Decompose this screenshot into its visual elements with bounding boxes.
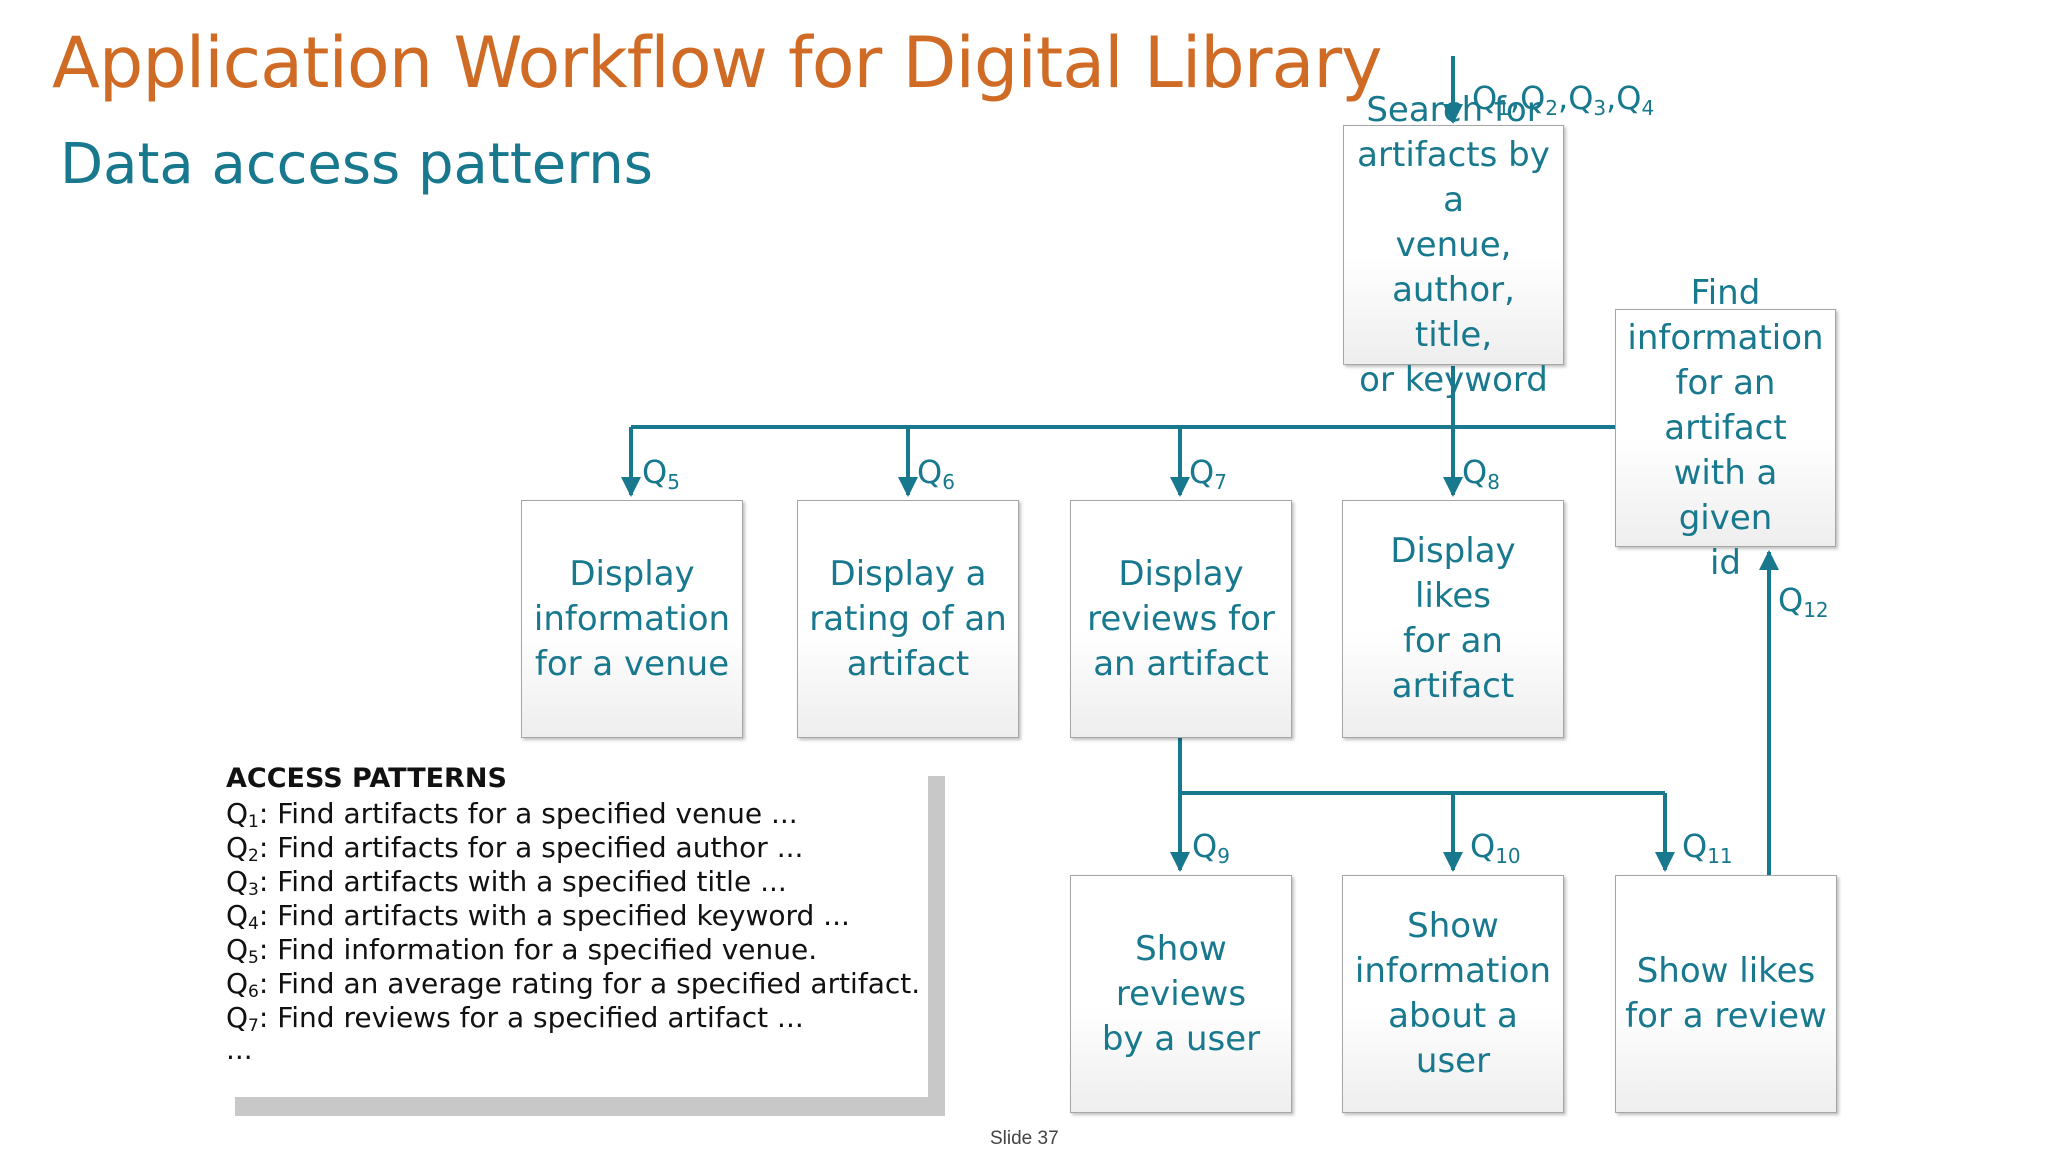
search-line-4: author, title, [1392, 269, 1515, 355]
review-likes-box: Show likes for a review [1615, 875, 1837, 1113]
access-patterns-ellipsis: ... [226, 1033, 253, 1066]
search-line-2: artifacts by a [1357, 134, 1550, 220]
q6-label: Q6 [917, 453, 955, 494]
access-patterns-heading: ACCESS PATTERNS [226, 763, 507, 794]
q9-label: Q9 [1192, 827, 1230, 868]
find-line-4: with a given [1673, 452, 1778, 538]
q7-label: Q7 [1189, 453, 1227, 494]
venue-info-box: Display information for a venue [521, 500, 743, 738]
review-likes-line-1: Show likes [1636, 951, 1816, 991]
artifact-rating-box: Display a rating of an artifact [797, 500, 1019, 738]
access-pattern-item: Q3: Find artifacts with a specified titl… [226, 865, 787, 900]
q5-label: Q5 [642, 453, 680, 494]
user-info-line-3: about a user [1388, 996, 1518, 1081]
rating-line-2: rating of an [809, 598, 1007, 639]
search-line-3: venue, [1395, 224, 1512, 265]
access-pattern-item: Q7: Find reviews for a specified artifac… [226, 1001, 804, 1036]
reviews-line-3: an artifact [1093, 643, 1269, 684]
venue-line-1: Display [569, 553, 695, 594]
search-line-5: or keyword [1359, 359, 1548, 400]
artifact-likes-box: Display likes for an artifact [1342, 500, 1564, 738]
user-reviews-line-1: Show reviews [1115, 928, 1247, 1014]
likes-line-1: Display likes [1390, 531, 1516, 616]
access-patterns-panel: ACCESS PATTERNS Q1: Find artifacts for a… [216, 757, 928, 1097]
q10-label: Q10 [1470, 827, 1521, 868]
q8-label: Q8 [1462, 453, 1500, 494]
slide-number: Slide 37 [990, 1128, 1059, 1149]
likes-line-2: for an artifact [1391, 621, 1515, 706]
venue-line-2: information [533, 598, 731, 639]
rating-line-1: Display a [829, 553, 987, 594]
entry-query-label: Q1,Q2,Q3,Q4 [1472, 79, 1655, 120]
find-line-3: for an artifact [1664, 362, 1787, 448]
user-reviews-box: Show reviews by a user [1070, 875, 1292, 1113]
access-pattern-item: Q6: Find an average rating for a specifi… [226, 967, 921, 1002]
search-line-1: Search for [1366, 89, 1541, 130]
reviews-line-1: Display [1118, 553, 1244, 594]
find-line-2: information [1627, 317, 1824, 358]
q11-label: Q11 [1682, 827, 1733, 868]
slide-subtitle: Data access patterns [60, 132, 653, 197]
find-line-1: Find [1690, 272, 1761, 313]
reviews-line-2: reviews for [1087, 598, 1275, 639]
user-info-line-2: information [1354, 951, 1552, 991]
review-likes-line-2: for a review [1625, 996, 1827, 1036]
user-info-line-1: Show [1407, 906, 1499, 946]
access-patterns-list: Q1: Find artifacts for a specified venue… [226, 797, 921, 1036]
q12-label: Q12 [1778, 581, 1829, 622]
find-artifact-box: Find information for an artifact with a … [1615, 273, 1836, 583]
access-pattern-item: Q1: Find artifacts for a specified venue… [226, 797, 798, 832]
venue-line-3: for a venue [534, 643, 730, 684]
slide-title: Application Workflow for Digital Library [52, 22, 1383, 104]
search-artifacts-box: Search for artifacts by a venue, author,… [1343, 90, 1564, 400]
artifact-reviews-box: Display reviews for an artifact [1070, 500, 1292, 738]
access-pattern-item: Q4: Find artifacts with a specified keyw… [226, 899, 850, 934]
find-line-5: id [1709, 542, 1742, 583]
user-info-box: Show information about a user [1342, 875, 1564, 1113]
user-reviews-line-2: by a user [1101, 1018, 1261, 1059]
rating-line-3: artifact [846, 643, 970, 684]
access-pattern-item: Q2: Find artifacts for a specified autho… [226, 831, 804, 866]
access-pattern-item: Q5: Find information for a specified ven… [226, 933, 818, 968]
